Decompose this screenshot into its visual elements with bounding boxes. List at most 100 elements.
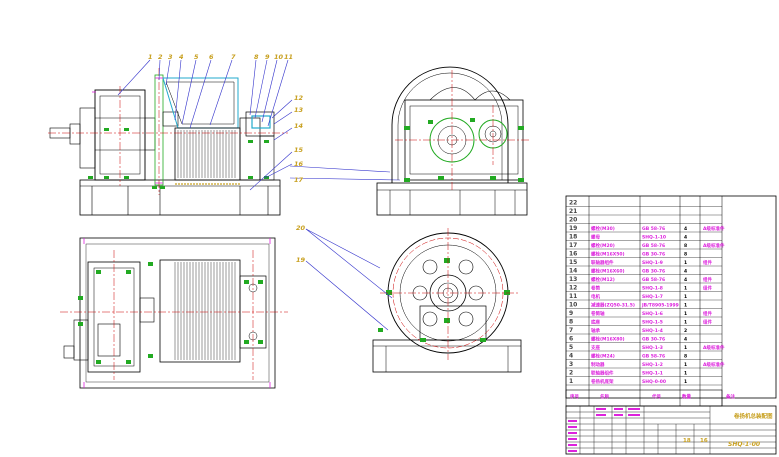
bom-cell-name: 联轴器组件 <box>591 259 614 266</box>
bom-cell-no: 3 <box>569 361 573 368</box>
drawing-title: 卷扬机总装配图 <box>733 412 773 420</box>
bom-cell-code: SHQ-1-10 <box>642 235 666 241</box>
bom-cell-qty: 1 <box>684 362 687 368</box>
bom-cell-no: 12 <box>569 285 577 292</box>
bom-cell-name: 螺栓(M16X60) <box>591 268 625 275</box>
bom-cell-no: 2 <box>569 370 573 377</box>
bom-header-note: 备注 <box>725 393 735 400</box>
bom-cell-qty: 8 <box>684 243 687 249</box>
bom-cell-name: 螺栓(M16X80) <box>591 336 625 343</box>
bom-cell-code: GB 30-76 <box>642 337 665 343</box>
balloon-10: 10 <box>274 53 284 61</box>
bom-cell-no: 14 <box>569 268 577 275</box>
bom-cell-note: 组件 <box>703 319 712 326</box>
front-view-balloons: 1 2 3 4 5 6 7 8 9 10 11 12 13 14 15 16 1… <box>148 53 304 184</box>
end-view <box>372 228 522 373</box>
bom-cell-code: SHQ-1-5 <box>642 320 663 326</box>
bom-cell-name: 联轴器组件 <box>591 370 614 377</box>
balloon-7: 7 <box>231 53 236 61</box>
balloon-4: 4 <box>179 53 184 61</box>
bom-cell-qty: 8 <box>684 252 687 258</box>
bom-cell-no: 5 <box>569 344 573 351</box>
balloon-20: 20 <box>296 224 306 232</box>
bom-cell-code: GB 58-76 <box>642 226 665 232</box>
balloon-16: 16 <box>294 160 304 168</box>
bom-header-code: 代号 <box>651 393 661 400</box>
bom-cell-name: 卷筒 <box>590 285 600 292</box>
bom-cell-note: A级标准件 <box>703 361 725 368</box>
bom-cell-no: 20 <box>569 217 577 224</box>
bom-cell-qty: 1 <box>684 303 687 309</box>
bom-cell-name: 螺栓(M20) <box>591 242 615 249</box>
side-view <box>376 66 530 216</box>
balloon-12: 12 <box>294 94 304 102</box>
front-view <box>48 68 288 216</box>
bom-row: 10 减速器(ZQ50-31.5) JB/T8905-1999 1 <box>569 302 687 309</box>
bom-cell-name: 螺栓(M24) <box>591 353 615 360</box>
bom-cell-no: 21 <box>569 208 577 215</box>
balloon-9: 9 <box>265 53 270 61</box>
bom-cell-no: 22 <box>569 200 577 207</box>
bom-row: 2 联轴器组件 SHQ-1-1 1 <box>569 370 687 377</box>
bom-cell-no: 8 <box>569 319 573 326</box>
bom-cell-code: SHQ-1-2 <box>642 362 663 368</box>
bom-cell-code: GB 58-76 <box>642 243 665 249</box>
bom-row: 3 制动器 SHQ-1-2 1 A级标准件 <box>569 361 725 368</box>
bom-cell-code: SHQ-1-1 <box>642 371 663 377</box>
bom-cell-code: SHQ-1-6 <box>642 311 663 317</box>
bom-cell-note: 组件 <box>703 259 712 266</box>
balloon-17: 17 <box>294 176 304 184</box>
bom-cell-qty: 1 <box>684 371 687 377</box>
bom-cell-code: SHQ-0-00 <box>642 379 666 385</box>
front-view-leaders <box>117 59 401 191</box>
bom-cell-no: 18 <box>569 234 577 241</box>
bom-cell-code: SHQ-1-4 <box>642 328 663 334</box>
bom-cell-no: 11 <box>569 293 577 300</box>
balloon-6: 6 <box>209 53 214 61</box>
bom-cell-note: A级标准件 <box>703 344 725 351</box>
bom-cell-no: 10 <box>569 302 577 309</box>
bom-cell-qty: 4 <box>684 277 687 283</box>
bom-cell-name: 电机 <box>591 293 600 300</box>
bom-cell-code: SHQ-1-9 <box>642 260 663 266</box>
bom-cell-qty: 2 <box>684 328 687 334</box>
bom-cell-note: A级标准件 <box>703 225 725 232</box>
bom-cell-code: GB 30-76 <box>642 269 665 275</box>
balloon-13: 13 <box>294 106 304 114</box>
bom-cell-name: 螺栓(M30) <box>591 225 615 232</box>
bom-cell-qty: 1 <box>684 294 687 300</box>
bom-cell-qty: 8 <box>684 354 687 360</box>
bom-cell-no: 16 <box>569 251 577 258</box>
balloon-3: 3 <box>168 53 173 61</box>
bom-cell-name: 减速器(ZQ50-31.5) <box>591 302 635 309</box>
bom-cell-no: 13 <box>569 276 577 283</box>
bom-cell-code: SHQ-1-3 <box>642 345 663 351</box>
bom-row: 21 <box>569 208 577 215</box>
bom-cell-qty: 1 <box>684 320 687 326</box>
drawing-code: SHQ-1-00 <box>728 441 760 448</box>
bom-row: 22 <box>569 200 577 207</box>
balloon-8: 8 <box>254 53 259 61</box>
plan-leaders <box>305 228 393 331</box>
bom-cell-code: JB/T8905-1999 <box>641 303 679 309</box>
bom-cell-name: 螺母 <box>591 234 600 241</box>
sheet-number: 18 <box>683 438 691 444</box>
balloon-19: 19 <box>296 256 306 264</box>
bom-cell-note: A级标准件 <box>703 242 725 249</box>
bom-cell-name: 制动器 <box>591 361 605 368</box>
bom-header-name: 名称 <box>600 393 609 400</box>
bom-cell-qty: 4 <box>684 337 687 343</box>
bom-cell-note: 组件 <box>703 285 712 292</box>
bom-cell-qty: 1 <box>684 311 687 317</box>
